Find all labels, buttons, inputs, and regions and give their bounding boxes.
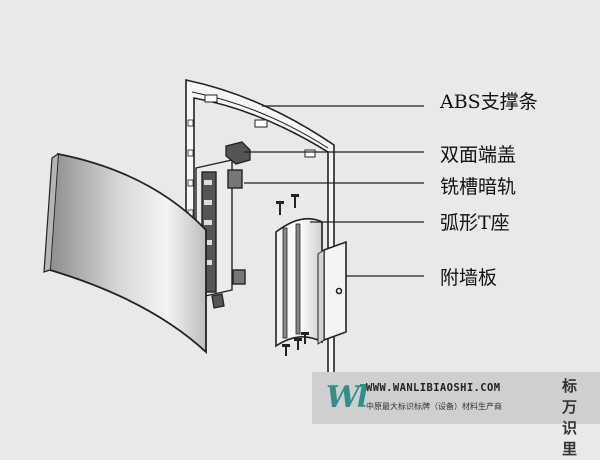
leader-lines: [244, 105, 424, 277]
screw-set: [276, 194, 309, 356]
brand-footer: Wl WWW.WANLIBIAOSHI.COM 中原最大标识标牌（设备）材料生产…: [312, 372, 600, 458]
label-wall-attachment-plate: 附墙板: [440, 267, 498, 289]
wall-attachment-plate: [317, 240, 347, 345]
label-abs-support-strip: ABS支撑条: [440, 91, 538, 113]
brand-name: 标万识里: [562, 377, 582, 458]
curved-t-base: [275, 217, 323, 348]
brand-logo-mark: Wl: [326, 380, 368, 415]
label-curved-t-base: 弧形T座: [440, 212, 510, 234]
website-url[interactable]: WWW.WANLIBIAOSHI.COM: [366, 382, 501, 394]
exploded-diagram: [43, 79, 424, 379]
label-double-sided-end-cap: 双面端盖: [440, 144, 517, 166]
label-milled-groove-rail: 铣槽暗轨: [440, 176, 517, 198]
curved-face-panel: [43, 152, 207, 355]
company-tagline: 中原最大标识标牌（设备）材料生产商: [366, 402, 502, 411]
double-sided-end-cap: [211, 141, 251, 309]
